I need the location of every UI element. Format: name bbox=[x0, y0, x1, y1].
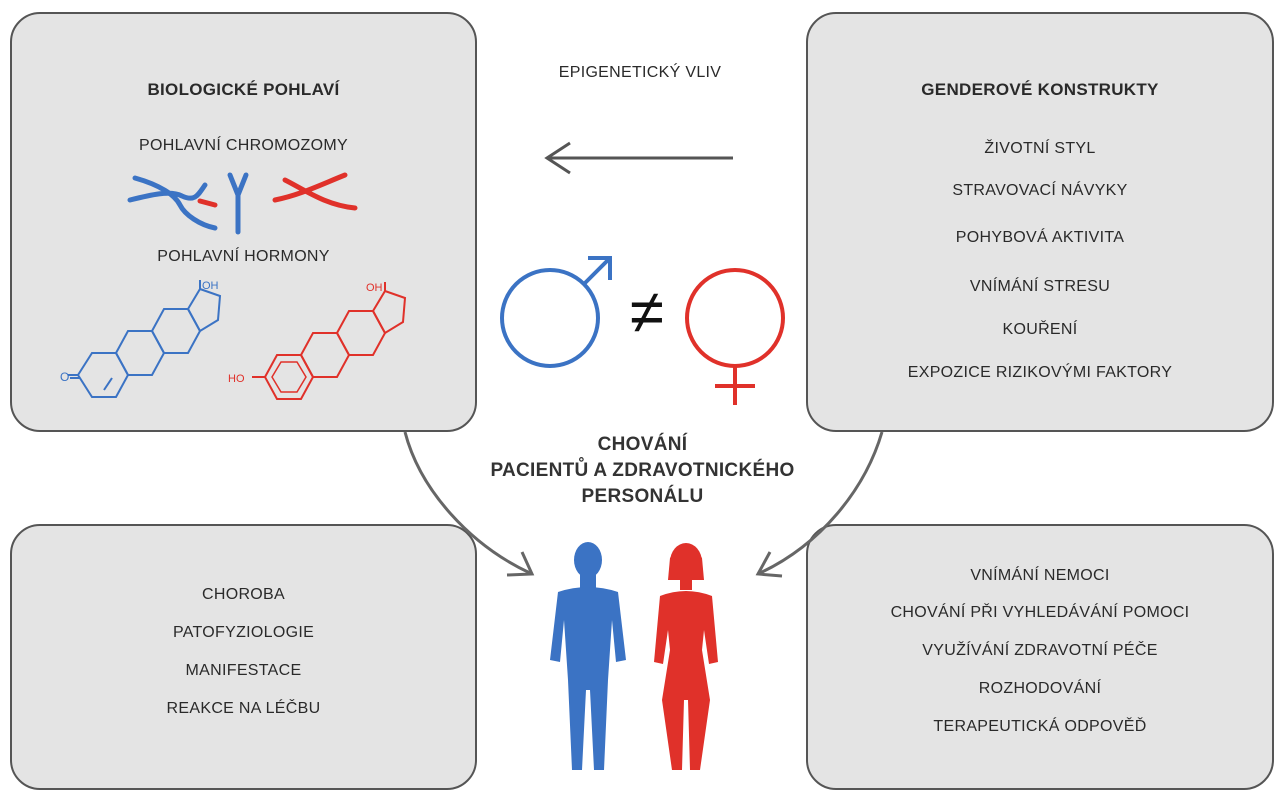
gender-item: STRAVOVACÍ NÁVYKY bbox=[952, 182, 1128, 199]
bio-hormones-label: POHLAVNÍ HORMONY bbox=[157, 248, 330, 265]
epigenetic-label: EPIGENETICKÝ VLIV bbox=[558, 64, 722, 81]
disease-item: CHOROBA bbox=[202, 586, 285, 603]
behavior-box bbox=[806, 524, 1274, 790]
gender-item: POHYBOVÁ AKTIVITA bbox=[955, 229, 1125, 246]
chromosome-icon bbox=[127, 172, 358, 235]
gender-constructs-box bbox=[806, 12, 1274, 432]
center-title-line2: PACIENTŮ A ZDRAVOTNICKÉHO bbox=[490, 460, 795, 481]
o-label: O bbox=[60, 370, 69, 384]
epigenetic-arrow bbox=[544, 141, 733, 175]
oh-label-red: OH bbox=[366, 282, 383, 294]
estradiol-molecule-icon bbox=[252, 282, 407, 400]
not-equal-sign: ≠ bbox=[629, 278, 665, 347]
gender-item: VNÍMÁNÍ STRESU bbox=[969, 278, 1111, 295]
behavior-item: CHOVÁNÍ PŘI VYHLEDÁVÁNÍ POMOCI bbox=[890, 604, 1190, 621]
disease-item: REAKCE NA LÉČBU bbox=[166, 700, 321, 717]
bio-chromosomes-label: POHLAVNÍ CHROMOZOMY bbox=[139, 137, 348, 154]
curved-arrow-right bbox=[755, 431, 884, 578]
behavior-item: VYUŽÍVÁNÍ ZDRAVOTNÍ PÉČE bbox=[922, 642, 1158, 659]
ho-label: HO bbox=[228, 373, 245, 385]
disease-item: PATOFYZIOLOGIE bbox=[172, 624, 315, 641]
behavior-item: VNÍMÁNÍ NEMOCI bbox=[970, 567, 1110, 584]
gender-title: GENDEROVÉ KONSTRUKTY bbox=[921, 80, 1159, 99]
bio-title: BIOLOGICKÉ POHLAVÍ bbox=[147, 80, 340, 99]
biological-sex-box bbox=[10, 12, 477, 432]
behavior-item: TERAPEUTICKÁ ODPOVĚĎ bbox=[933, 718, 1147, 735]
gender-item: EXPOZICE RIZIKOVÝMI FAKTORY bbox=[907, 364, 1173, 381]
behavior-item: ROZHODOVÁNÍ bbox=[978, 680, 1102, 697]
female-symbol-icon bbox=[685, 268, 785, 405]
male-figure-icon bbox=[550, 542, 626, 770]
male-symbol-icon bbox=[500, 256, 612, 368]
disease-box bbox=[10, 524, 477, 790]
steroid-molecule-icon bbox=[68, 280, 222, 398]
female-figure-icon bbox=[654, 543, 718, 770]
oh-label-blue: OH bbox=[202, 280, 219, 292]
disease-item: MANIFESTACE bbox=[185, 662, 302, 679]
gender-item: KOUŘENÍ bbox=[1002, 321, 1078, 338]
center-title-line3: PERSONÁLU bbox=[581, 486, 704, 507]
gender-item: ŽIVOTNÍ STYL bbox=[984, 140, 1096, 157]
curved-arrow-left bbox=[403, 431, 535, 577]
center-title-line1: CHOVÁNÍ bbox=[597, 434, 688, 455]
